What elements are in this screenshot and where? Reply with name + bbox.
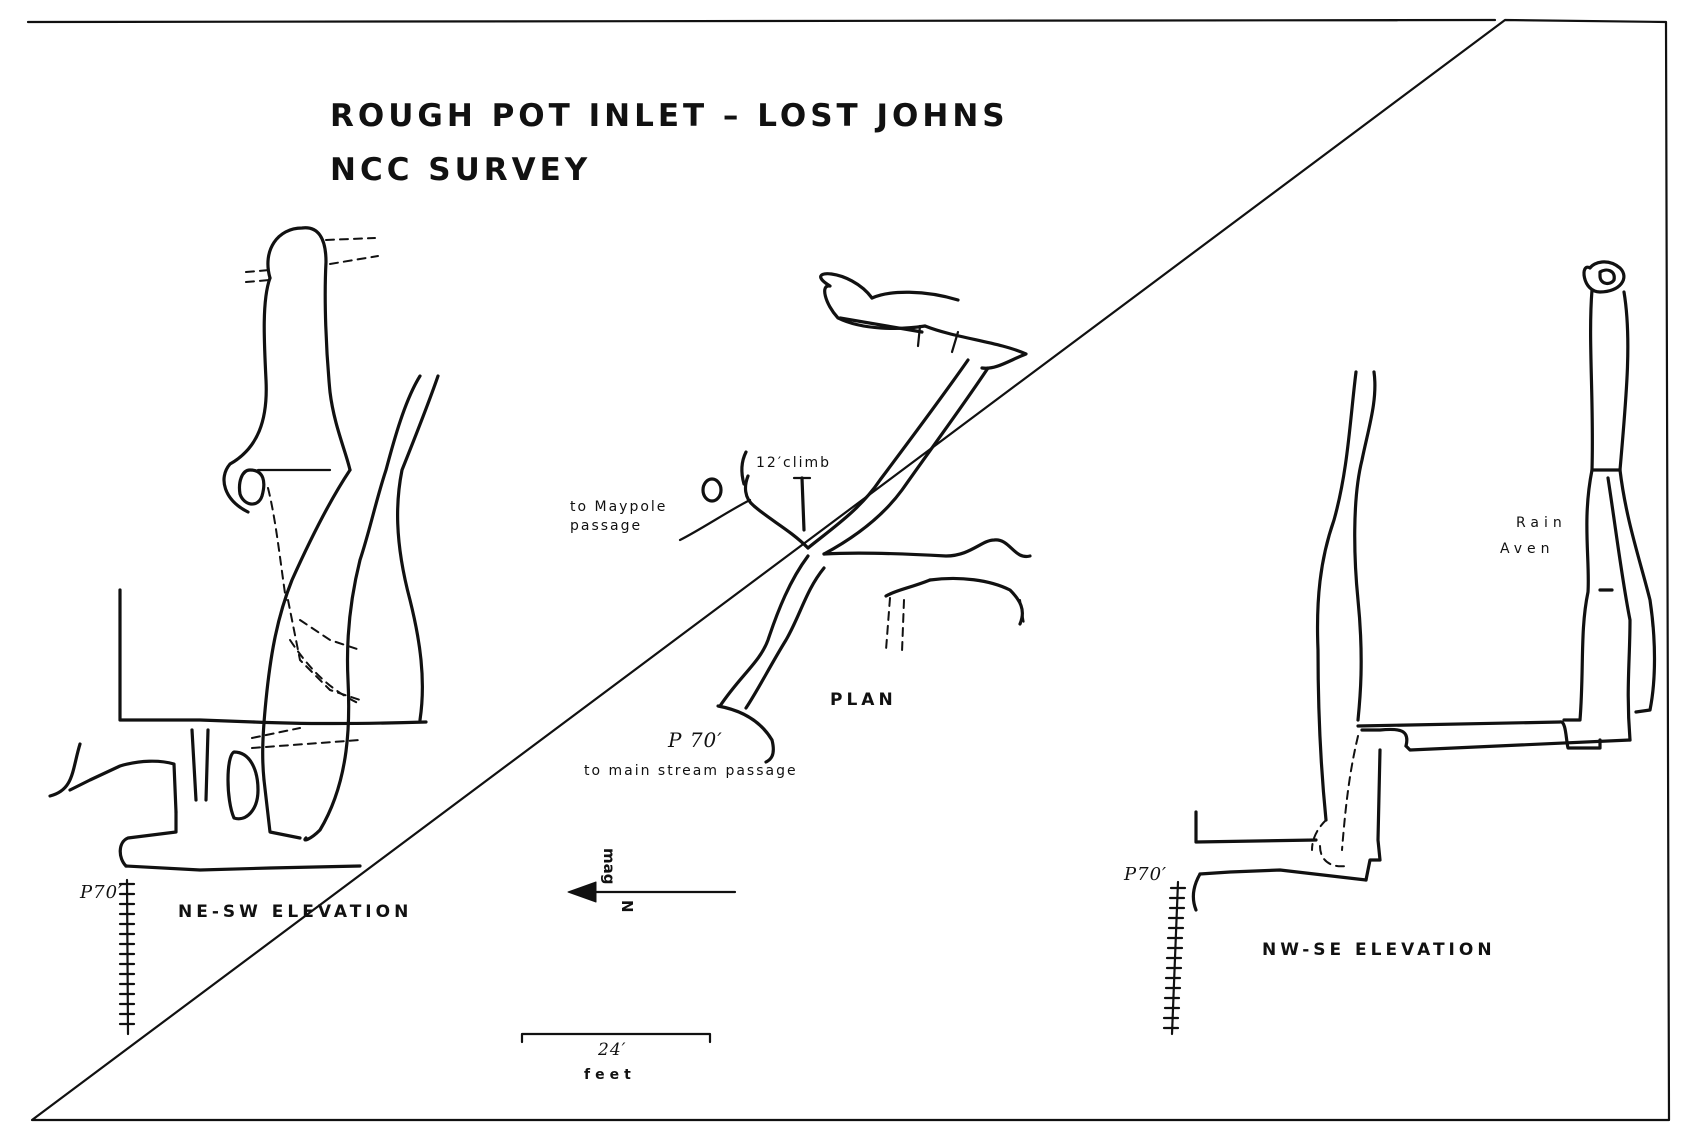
maypole-label: to Maypole passage: [570, 499, 668, 534]
survey-title: ROUGH POT INLET – LOST JOHNS: [330, 98, 1009, 134]
climb-label: 12′climb: [756, 455, 831, 471]
left-pitch-label: P70′: [80, 882, 124, 903]
plan-caption: PLAN: [830, 690, 897, 710]
plan-pitch-label: P 70′: [668, 728, 723, 752]
aven-label: Aven: [1500, 541, 1555, 557]
scale-bar: [520, 1032, 712, 1044]
scale-unit-label: feet: [584, 1067, 636, 1083]
north-label: N: [618, 900, 636, 913]
page-border: [26, 18, 1671, 1122]
ne-sw-elevation-caption: NE-SW ELEVATION: [178, 902, 413, 922]
right-pitch-label: P70′: [1124, 864, 1168, 885]
nw-se-elevation-drawing: [1162, 260, 1657, 1036]
ne-sw-elevation-drawing: [48, 226, 440, 1036]
survey-subtitle: NCC SURVEY: [330, 152, 592, 188]
plan-drawing: [678, 272, 1032, 764]
north-arrow: [567, 881, 737, 903]
rain-label: Rain: [1516, 515, 1567, 531]
mainstream-label: to main stream passage: [584, 763, 798, 779]
mag-label: mag: [600, 848, 618, 885]
scale-value-label: 24′: [598, 1040, 627, 1060]
nw-se-elevation-caption: NW-SE ELEVATION: [1262, 940, 1496, 960]
